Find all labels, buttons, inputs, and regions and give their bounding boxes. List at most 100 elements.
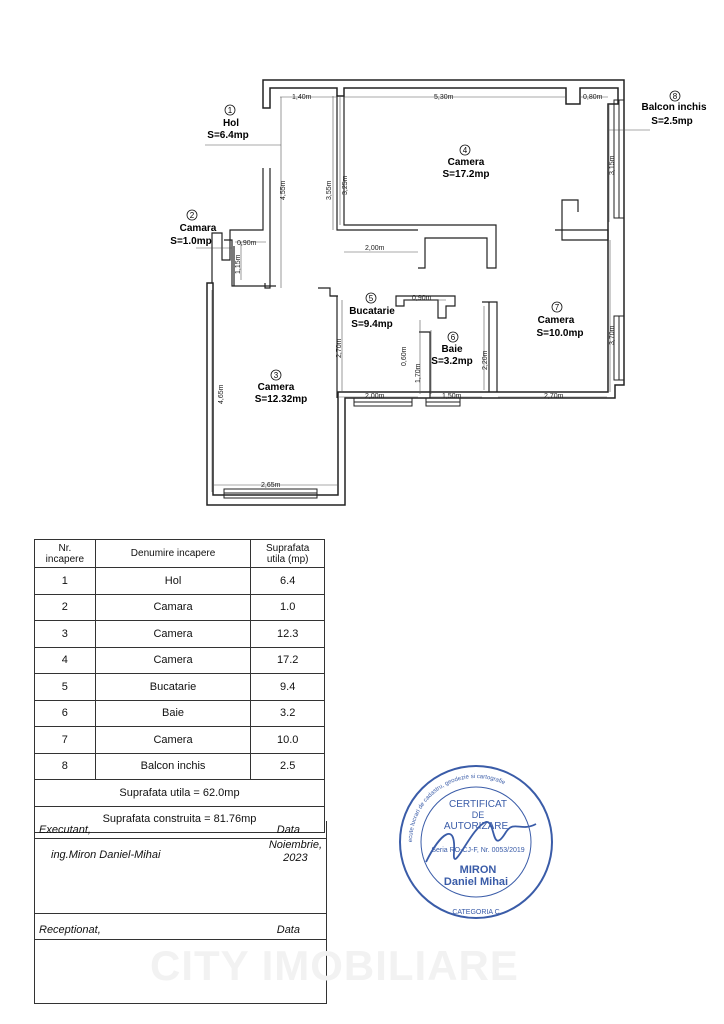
cell-area: 3.2 bbox=[250, 699, 325, 727]
svg-text:3: 3 bbox=[274, 371, 279, 380]
cell-name: Camara bbox=[94, 593, 252, 621]
dim-4-65: 4,65m bbox=[218, 384, 225, 404]
svg-text:4: 4 bbox=[463, 146, 468, 155]
receptionat-label: Receptionat, bbox=[39, 924, 101, 936]
dim-2-00-a: 2,00m bbox=[365, 245, 385, 252]
room-1-label: 1 Hol S=6.4mp bbox=[207, 104, 249, 141]
floor-plan: 1,40m 5,30m 0,80m 3,15m 3,55m 3,25m 4,55… bbox=[170, 79, 707, 506]
executant-name: ing.Miron Daniel-Mihai bbox=[51, 849, 161, 861]
svg-text:Baie: Baie bbox=[441, 344, 463, 355]
dim-0-90-b: 0,90m bbox=[412, 295, 432, 302]
svg-text:Hol: Hol bbox=[223, 118, 239, 129]
header-name: Denumire incapere bbox=[94, 539, 252, 568]
room-8-label: 8 Balcon inchis S=2.5mp bbox=[641, 90, 707, 127]
room-6-label: 6 Baie S=3.2mp bbox=[431, 331, 473, 367]
dim-0-80: 0,80m bbox=[583, 94, 603, 101]
authorization-stamp: Persoana fizica autorizata de ANCPI sa e… bbox=[396, 762, 553, 919]
dim-5-30: 5,30m bbox=[434, 94, 454, 101]
date-value: Noiembrie, 2023 bbox=[268, 839, 322, 864]
dim-0-60: 0,60m bbox=[401, 346, 408, 366]
stamp-circle bbox=[399, 765, 553, 919]
cell-nr: 7 bbox=[34, 726, 96, 754]
cell-area: 2.5 bbox=[250, 752, 325, 780]
stamp-line2: DE bbox=[472, 810, 485, 820]
stamp-name1: MIRON bbox=[460, 864, 497, 876]
svg-text:7: 7 bbox=[555, 303, 560, 312]
svg-text:S=12.32mp: S=12.32mp bbox=[255, 394, 308, 405]
divider bbox=[35, 939, 326, 940]
cell-nr: 8 bbox=[34, 752, 96, 780]
dim-1-15: 1,15m bbox=[235, 254, 242, 274]
table-header: Nr. incapere Denumire incapere Suprafata… bbox=[34, 539, 325, 568]
svg-text:Camara: Camara bbox=[180, 223, 217, 234]
watermark: CITY IMOBILIARE bbox=[150, 942, 519, 989]
dim-1-50: 1,50m bbox=[442, 393, 462, 400]
svg-text:S=10.0mp: S=10.0mp bbox=[537, 328, 584, 339]
cell-nr: 4 bbox=[34, 646, 96, 674]
cell-area: 1.0 bbox=[250, 593, 325, 621]
walls bbox=[206, 79, 625, 506]
dim-1-70: 1,70m bbox=[415, 363, 422, 383]
stamp-text: Persoana fizica autorizata de ANCPI sa e… bbox=[396, 762, 525, 916]
cell-area: 10.0 bbox=[250, 726, 325, 754]
stamp-line1: CERTIFICAT bbox=[449, 799, 507, 810]
svg-text:Camera: Camera bbox=[538, 315, 575, 326]
cell-nr: 1 bbox=[34, 567, 96, 595]
svg-text:Bucatarie: Bucatarie bbox=[349, 306, 395, 317]
signature-icon bbox=[425, 821, 537, 863]
cell-name: Bucatarie bbox=[94, 673, 252, 701]
svg-text:2: 2 bbox=[190, 211, 195, 220]
svg-text:S=1.0mp: S=1.0mp bbox=[170, 236, 211, 247]
suprafata-construita: Suprafata construita = 81.76mp bbox=[34, 805, 325, 833]
cell-name: Baie bbox=[94, 699, 252, 727]
cell-nr: 5 bbox=[34, 673, 96, 701]
dim-3-25: 3,25m bbox=[342, 175, 349, 195]
room-7-label: 7 Camera S=10.0mp bbox=[537, 301, 584, 339]
dimension-labels: 1,40m 5,30m 0,80m 3,15m 3,55m 3,25m 4,55… bbox=[218, 94, 616, 489]
dim-2-70-a: 2,70m bbox=[336, 338, 343, 358]
header-area: Suprafata utila (mp) bbox=[250, 539, 325, 568]
cell-nr: 3 bbox=[34, 620, 96, 648]
svg-text:S=6.4mp: S=6.4mp bbox=[207, 130, 248, 141]
dim-3-15: 3,15m bbox=[609, 155, 616, 175]
cell-nr: 6 bbox=[34, 699, 96, 727]
cell-name: Camera bbox=[94, 646, 252, 674]
svg-text:S=3.2mp: S=3.2mp bbox=[431, 356, 472, 367]
room-5-label: 5 Bucatarie S=9.4mp bbox=[349, 292, 395, 330]
svg-text:S=2.5mp: S=2.5mp bbox=[651, 116, 692, 127]
svg-text:S=17.2mp: S=17.2mp bbox=[443, 169, 490, 180]
svg-text:S=9.4mp: S=9.4mp bbox=[351, 319, 392, 330]
cell-name: Hol bbox=[94, 567, 252, 595]
dim-1-40: 1,40m bbox=[292, 94, 312, 101]
svg-text:8: 8 bbox=[673, 92, 678, 101]
dimension-lines bbox=[196, 96, 650, 492]
divider bbox=[35, 913, 326, 914]
rooms-table: Nr. incapere Denumire incapere Suprafata… bbox=[34, 539, 325, 833]
cell-area: 12.3 bbox=[250, 620, 325, 648]
dim-4-55: 4,55m bbox=[280, 180, 287, 200]
svg-text:Camera: Camera bbox=[258, 382, 295, 393]
stamp-category: CATEGORIA C bbox=[452, 909, 499, 916]
cell-name: Balcon inchis bbox=[94, 752, 252, 780]
summary-row-construita: Suprafata construita = 81.76mp bbox=[34, 805, 325, 833]
stamp-name2: Daniel Mihai bbox=[444, 876, 508, 888]
stamp-line3: AUTORIZARE bbox=[444, 821, 509, 832]
header-nr: Nr. incapere bbox=[34, 539, 96, 568]
dim-2-65: 2,65m bbox=[261, 482, 281, 489]
signature-box: Executant, Data ing.Miron Daniel-Mihai N… bbox=[34, 821, 327, 1004]
windows bbox=[223, 99, 625, 499]
dim-0-90-a: 0,90m bbox=[237, 240, 257, 247]
suprafata-utila: Suprafata utila = 62.0mp bbox=[34, 779, 325, 807]
cell-area: 9.4 bbox=[250, 673, 325, 701]
cell-name: Camera bbox=[94, 726, 252, 754]
dim-2-00-b: 2,00m bbox=[365, 393, 385, 400]
cell-name: Camera bbox=[94, 620, 252, 648]
stamp-serial: Seria RO-CJ-F, Nr. 0053/2019 bbox=[431, 847, 524, 854]
